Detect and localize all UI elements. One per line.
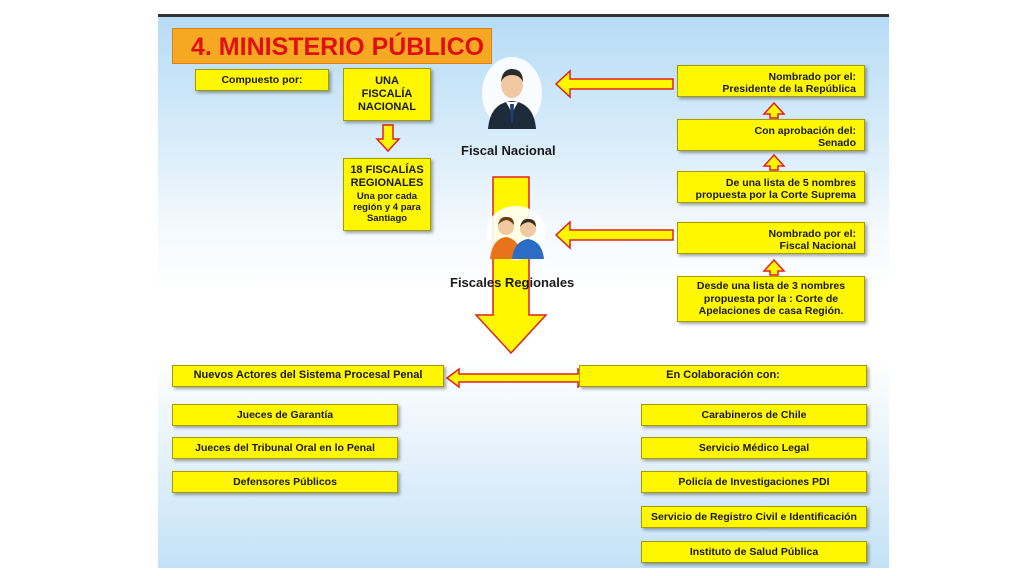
nombrado-fiscal-nacional-box: Nombrado por el: Fiscal Nacional bbox=[677, 222, 865, 254]
box-line: Desde una lista de 3 nombres bbox=[696, 280, 846, 293]
nuevos-actores-text: Nuevos Actores del Sistema Procesal Pena… bbox=[193, 369, 423, 382]
box-line: Nombrado por el: bbox=[768, 227, 856, 240]
colaborador-text: Instituto de Salud Pública bbox=[689, 545, 819, 558]
nombrado-presidente-box: Nombrado por el: Presidente de la Repúbl… bbox=[677, 65, 865, 97]
actor-item: Jueces del Tribunal Oral en lo Penal bbox=[172, 437, 398, 459]
fiscal-nacional-label: Fiscal Nacional bbox=[461, 143, 556, 158]
fiscalia-line: NACIONAL bbox=[357, 101, 417, 114]
actor-text: Jueces de Garantía bbox=[236, 408, 334, 421]
colaborador-text: Carabineros de Chile bbox=[701, 408, 807, 421]
box-line: Presidente de la República bbox=[722, 83, 856, 96]
colaborador-text: Servicio Médico Legal bbox=[698, 441, 810, 454]
fiscalias-head-line: REGIONALES bbox=[350, 177, 424, 190]
lista-corte-suprema-box: De una lista de 5 nombres propuesta por … bbox=[677, 171, 865, 203]
up-arrow-icon bbox=[762, 153, 786, 171]
page-title: 4. MINISTERIO PÚBLICO bbox=[172, 28, 492, 64]
colaborador-item: Policía de Investigaciones PDI bbox=[641, 471, 867, 493]
slide: 4. MINISTERIO PÚBLICO Compuesto por: UNA… bbox=[158, 14, 889, 568]
fiscales-regionales-label: Fiscales Regionales bbox=[450, 275, 575, 290]
box-line: De una lista de 5 nombres bbox=[725, 176, 856, 189]
colaborador-item: Servicio Médico Legal bbox=[641, 437, 867, 459]
compuesto-por-label: Compuesto por: bbox=[195, 69, 329, 91]
colaborador-text: Policía de Investigaciones PDI bbox=[678, 475, 830, 488]
colaborador-item: Servicio de Registro Civil e Identificac… bbox=[641, 506, 867, 528]
businessman-icon bbox=[480, 55, 544, 131]
box-line: Con aprobación del: bbox=[754, 124, 856, 137]
fiscalias-head-line: 18 FISCALÍAS bbox=[350, 164, 424, 177]
fiscalias-detail-line: Santiago bbox=[366, 213, 408, 225]
actor-text: Defensores Públicos bbox=[233, 475, 337, 488]
left-arrow-fiscales-regionales-icon bbox=[554, 220, 674, 250]
compuesto-por-text: Compuesto por: bbox=[221, 73, 303, 86]
box-line: propuesta por la : Corte de bbox=[703, 292, 839, 305]
colaborador-item: Instituto de Salud Pública bbox=[641, 541, 867, 563]
left-arrow-fiscal-nacional-icon bbox=[554, 69, 674, 99]
lista-corte-apelaciones-box: Desde una lista de 3 nombres propuesta p… bbox=[677, 276, 865, 322]
aprobacion-senado-box: Con aprobación del: Senado bbox=[677, 119, 865, 151]
fiscalia-line: UNA bbox=[375, 74, 399, 87]
big-down-arrow-icon bbox=[474, 176, 548, 355]
fiscalia-line: FISCALÍA bbox=[361, 87, 413, 100]
fiscalias-regionales-box: 18 FISCALÍAS REGIONALES Una por cada reg… bbox=[343, 158, 431, 231]
box-line: Fiscal Nacional bbox=[779, 240, 856, 253]
nuevos-actores-header: Nuevos Actores del Sistema Procesal Pena… bbox=[172, 365, 444, 387]
colaborador-text: Servicio de Registro Civil e Identificac… bbox=[651, 510, 857, 523]
box-line: Apelaciones de casa Región. bbox=[698, 305, 844, 318]
colaborador-item: Carabineros de Chile bbox=[641, 404, 867, 426]
down-arrow-icon bbox=[375, 124, 401, 153]
fiscalia-nacional-box: UNA FISCALÍA NACIONAL bbox=[343, 68, 431, 121]
box-line: propuesta por la Corte Suprema bbox=[695, 189, 856, 202]
up-arrow-icon bbox=[762, 258, 786, 276]
up-arrow-icon bbox=[762, 101, 786, 119]
actor-item: Defensores Públicos bbox=[172, 471, 398, 493]
fiscalias-detail-line: Una por cada bbox=[356, 190, 418, 202]
two-people-icon bbox=[484, 205, 548, 261]
colaboracion-header: En Colaboración con: bbox=[579, 365, 867, 387]
colaboracion-text: En Colaboración con: bbox=[666, 369, 780, 382]
box-line: Nombrado por el: bbox=[768, 70, 856, 83]
box-line: Senado bbox=[818, 137, 856, 150]
double-arrow-icon bbox=[445, 367, 592, 389]
actor-text: Jueces del Tribunal Oral en lo Penal bbox=[195, 441, 375, 454]
actor-item: Jueces de Garantía bbox=[172, 404, 398, 426]
fiscalias-detail-line: región y 4 para bbox=[353, 201, 421, 213]
